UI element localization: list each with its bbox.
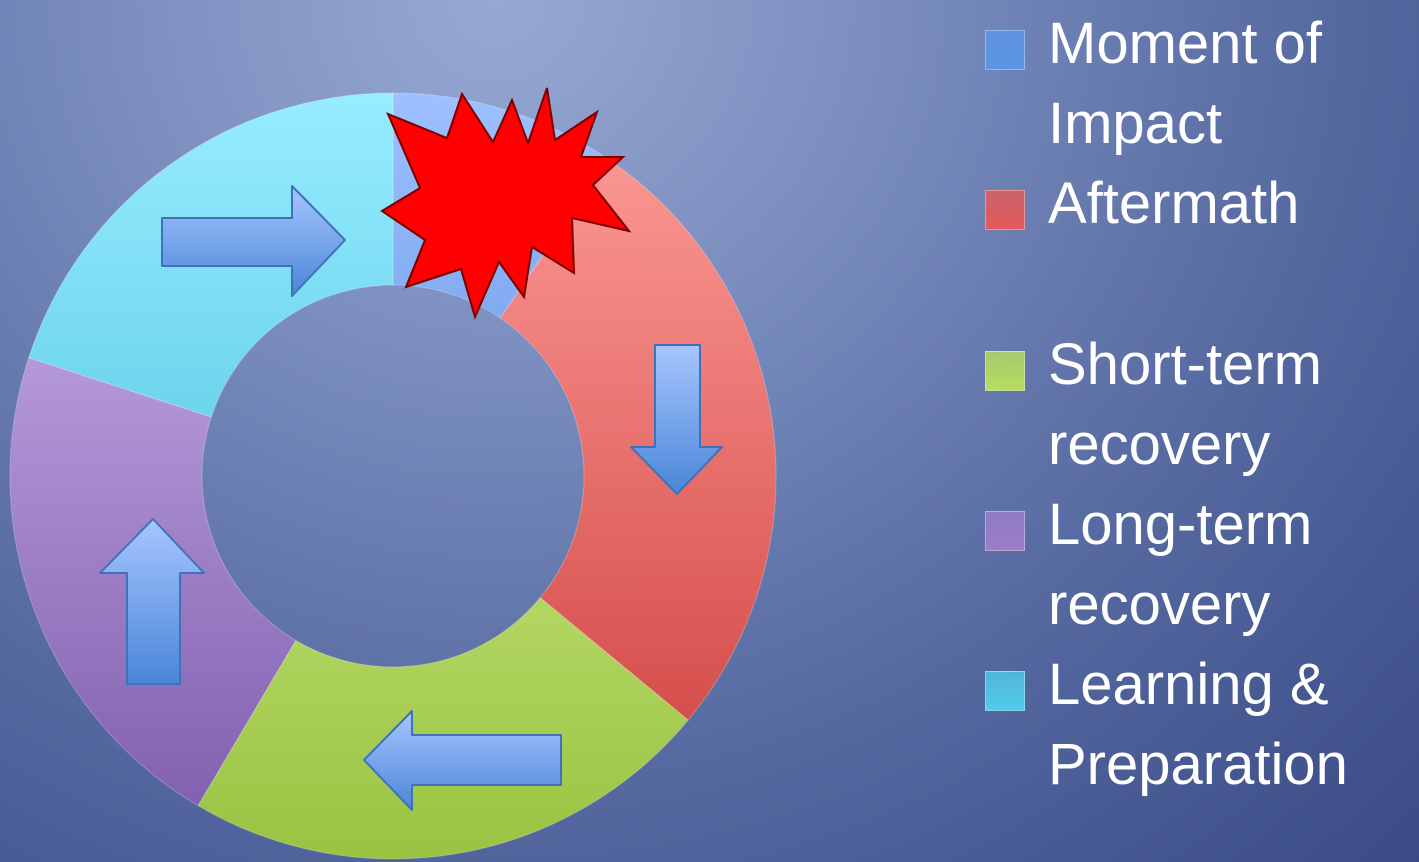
legend-item-moment-of-impact: Moment of Impact	[985, 4, 1415, 164]
legend-label: Short-term	[1048, 332, 1322, 397]
legend-item-learning-and-preparation: Learning & Preparation	[985, 645, 1415, 805]
slice-short-term-recovery	[197, 597, 689, 860]
chart-annotations	[99, 87, 723, 811]
legend-swatch	[985, 351, 1025, 391]
legend-label: recovery	[1048, 572, 1271, 637]
slice-aftermath	[499, 158, 777, 721]
arrow-right-icon	[161, 185, 346, 297]
arrow-down-icon	[630, 344, 723, 495]
legend-swatch	[985, 511, 1025, 551]
legend-item-aftermath: Aftermath	[985, 164, 1415, 244]
legend-label: Long-term	[1048, 492, 1313, 557]
arrow-up-icon	[99, 518, 205, 685]
legend-spacer	[985, 244, 1415, 325]
arrow-left-icon	[363, 710, 562, 811]
legend-swatch	[985, 671, 1025, 711]
legend-label: Impact	[1048, 91, 1223, 156]
legend-label: Moment of	[1048, 11, 1322, 76]
impact-burst-icon	[380, 87, 632, 320]
legend-swatch	[985, 190, 1025, 230]
legend-label: Preparation	[1048, 732, 1348, 797]
legend-label: Learning &	[1048, 652, 1329, 717]
legend-label: Aftermath	[1048, 171, 1300, 236]
legend-item-short-term-recovery: Short-term recovery	[985, 325, 1415, 485]
legend-swatch	[985, 30, 1025, 70]
legend-label: recovery	[1048, 412, 1271, 477]
legend-item-long-term-recovery: Long-term recovery	[985, 485, 1415, 645]
donut-chart	[9, 87, 777, 860]
